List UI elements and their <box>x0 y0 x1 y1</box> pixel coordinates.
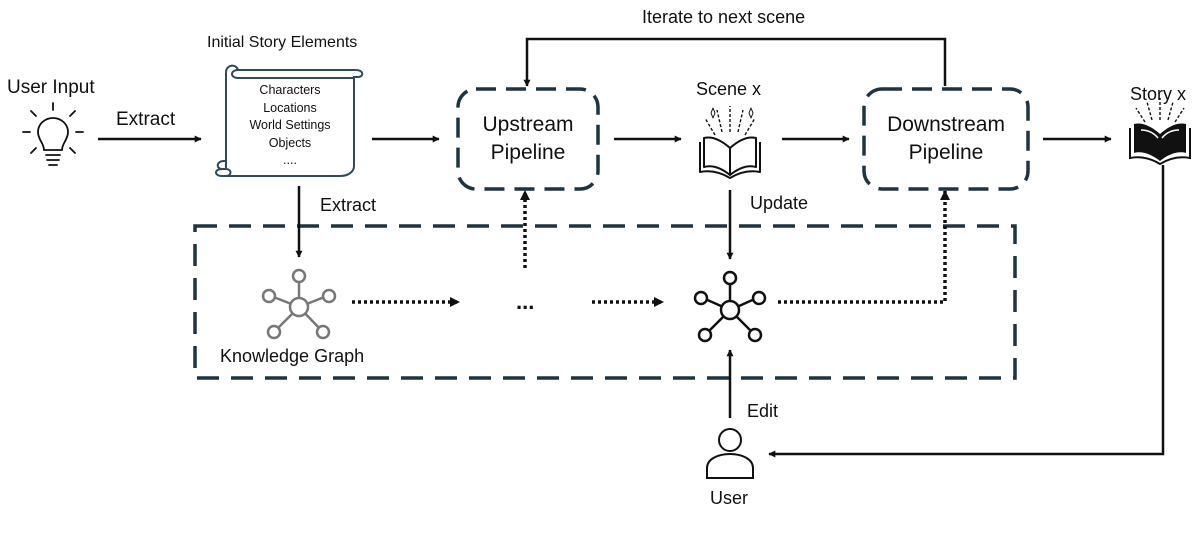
story-element-item: .... <box>283 153 297 167</box>
knowledge-graph-icon <box>261 268 337 340</box>
story-label: Story x <box>1130 84 1187 104</box>
user-input-label: User Input <box>7 77 95 98</box>
initial-story-elements-title: Initial Story Elements <box>207 34 358 51</box>
story-element-item: World Settings <box>249 118 331 132</box>
ellipsis-label: ... <box>516 289 535 314</box>
iterate-label: Iterate to next scene <box>642 7 806 27</box>
arrow-story-to-user <box>768 165 1165 458</box>
story-element-item: Locations <box>263 100 317 115</box>
open-book-icon <box>699 106 761 179</box>
extract-label-down: Extract <box>320 195 377 215</box>
story-book-icon <box>1129 98 1191 166</box>
upstream-pipeline-line2: Pipeline <box>490 141 566 164</box>
lightbulb-icon <box>22 102 84 166</box>
knowledge-graph-label: Knowledge Graph <box>220 346 365 366</box>
arrow-iterate-loop <box>523 37 947 87</box>
upstream-pipeline-text: Upstream Pipeline <box>458 89 598 189</box>
dotted-arrow-to-downstream <box>778 190 950 304</box>
scroll-icon <box>215 64 364 177</box>
edit-label: Edit <box>747 401 779 421</box>
extract-label-top: Extract <box>116 109 176 130</box>
story-element-item: Characters <box>259 83 321 97</box>
user-label: User <box>710 488 749 508</box>
user-icon <box>706 428 754 479</box>
story-elements-list: Characters Locations World Settings Obje… <box>232 82 348 170</box>
knowledge-graph-container <box>193 224 1017 380</box>
story-element-item: Objects <box>268 135 312 150</box>
updated-graph-icon <box>693 270 767 343</box>
downstream-pipeline-box <box>862 87 1030 191</box>
upstream-pipeline-box <box>456 87 600 191</box>
upstream-pipeline-line1: Upstream <box>482 113 574 136</box>
update-label: Update <box>750 193 809 213</box>
downstream-pipeline-line1: Downstream <box>887 113 1005 136</box>
scene-label: Scene x <box>696 79 762 99</box>
downstream-pipeline-text: Downstream Pipeline <box>864 89 1028 189</box>
downstream-pipeline-line2: Pipeline <box>908 141 984 164</box>
